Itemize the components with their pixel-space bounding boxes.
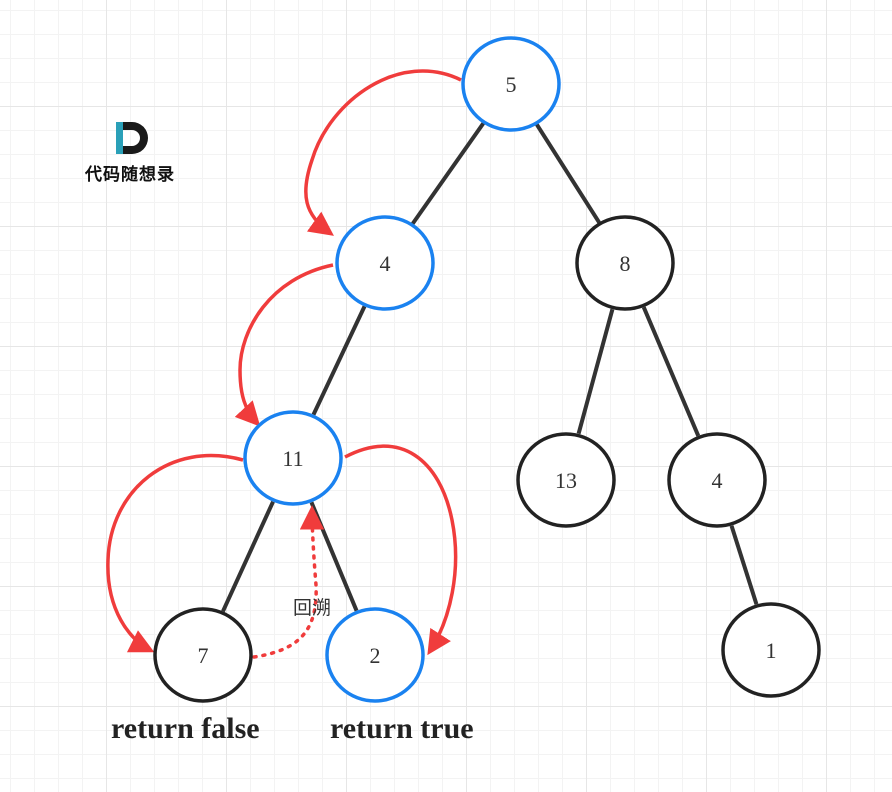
tree-node-n5: 5 (461, 36, 561, 132)
tree-nodes: 5 4 8 11 13 4 7 2 1 (153, 36, 821, 703)
tree-node-n11: 11 (243, 410, 343, 506)
node-circle (153, 607, 253, 703)
tree-node-n2: 2 (325, 607, 425, 703)
traversal-arrow-n11-n7 (106, 453, 244, 653)
traversal-arrow-n4a-n11 (234, 263, 334, 427)
result-right-label: return true (330, 712, 474, 745)
tree-edge-n4b-n1 (729, 525, 759, 605)
node-circle (721, 602, 821, 698)
tree-edge-n5-n4a (410, 122, 486, 225)
tree-edge-n5-n8 (535, 123, 601, 224)
logo-text: 代码随想录 (85, 165, 175, 185)
node-circle (325, 607, 425, 703)
logo: 代码随想录 (70, 120, 190, 190)
tree-edge-n4a-n11 (311, 305, 367, 416)
node-value: 13 (555, 468, 577, 493)
tree-edge-n11-n2 (309, 501, 359, 612)
tree-edge-n8-n13 (576, 308, 615, 435)
tree-node-n7: 7 (153, 607, 253, 703)
node-circle (667, 432, 767, 528)
logo-d-icon (116, 122, 148, 154)
traversal-arrow-n5-n4a (304, 69, 462, 236)
tree-edges (221, 122, 759, 613)
node-value: 5 (506, 72, 517, 97)
tree-node-n13: 13 (516, 432, 616, 528)
tree-node-n1: 1 (721, 602, 821, 698)
node-circle (335, 215, 435, 311)
backtrack-arrow (252, 505, 325, 659)
node-circle (516, 432, 616, 528)
node-circle (461, 36, 561, 132)
node-circle (575, 215, 675, 311)
node-circle (243, 410, 343, 506)
traversal-arrows (106, 69, 462, 659)
node-value: 8 (620, 251, 631, 276)
tree-node-n8: 8 (575, 215, 675, 311)
tree-edge-n8-n4b (641, 306, 701, 437)
node-value: 7 (198, 643, 209, 668)
node-value: 2 (370, 643, 381, 668)
result-left-label: return false (111, 712, 260, 745)
tree-edge-n11-n7 (221, 500, 275, 613)
node-value: 11 (282, 446, 303, 471)
tree-node-n4a: 4 (335, 215, 435, 311)
tree-node-n4b: 4 (667, 432, 767, 528)
node-value: 4 (380, 251, 391, 276)
node-value: 1 (766, 638, 777, 663)
node-value: 4 (712, 468, 723, 493)
traversal-arrow-n11-n2 (344, 444, 458, 656)
backtrack-label: 回溯 (293, 597, 331, 619)
